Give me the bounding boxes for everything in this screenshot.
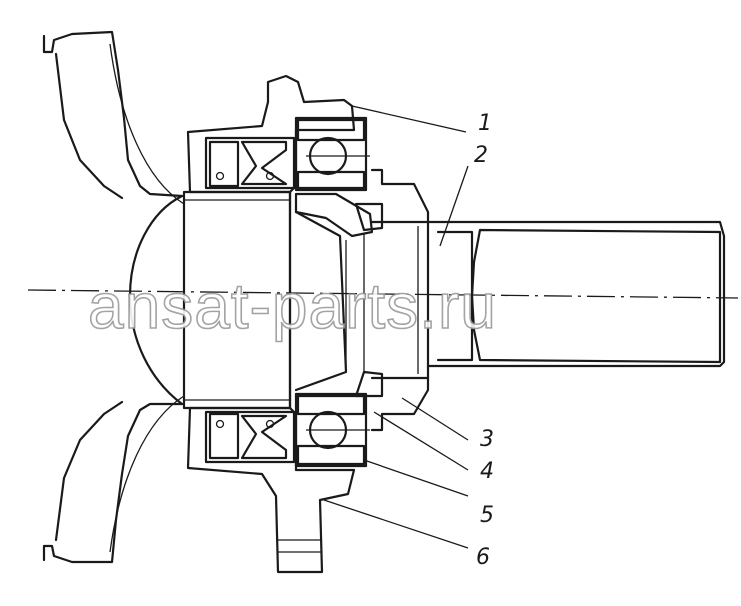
callout-6: 6 <box>476 545 490 570</box>
callout-4: 4 <box>480 459 494 484</box>
flange-yoke <box>42 30 185 564</box>
callout-1: 1 <box>478 111 492 136</box>
callout-3: 3 <box>480 427 494 452</box>
ring-nut <box>354 168 430 432</box>
callout-5: 5 <box>480 503 494 528</box>
watermark-text: ansat-parts.ru <box>88 270 497 342</box>
inner-sleeve <box>288 190 374 410</box>
center-axis-line <box>27 289 739 299</box>
bearing-housing-top <box>186 74 356 194</box>
ball-bearing-top <box>294 116 370 192</box>
callout-2: 2 <box>474 143 488 168</box>
output-shaft <box>426 220 726 368</box>
bearing-housing-bottom <box>186 406 356 574</box>
ball-bearing-bottom <box>294 392 370 468</box>
callout-leaders <box>323 105 469 549</box>
